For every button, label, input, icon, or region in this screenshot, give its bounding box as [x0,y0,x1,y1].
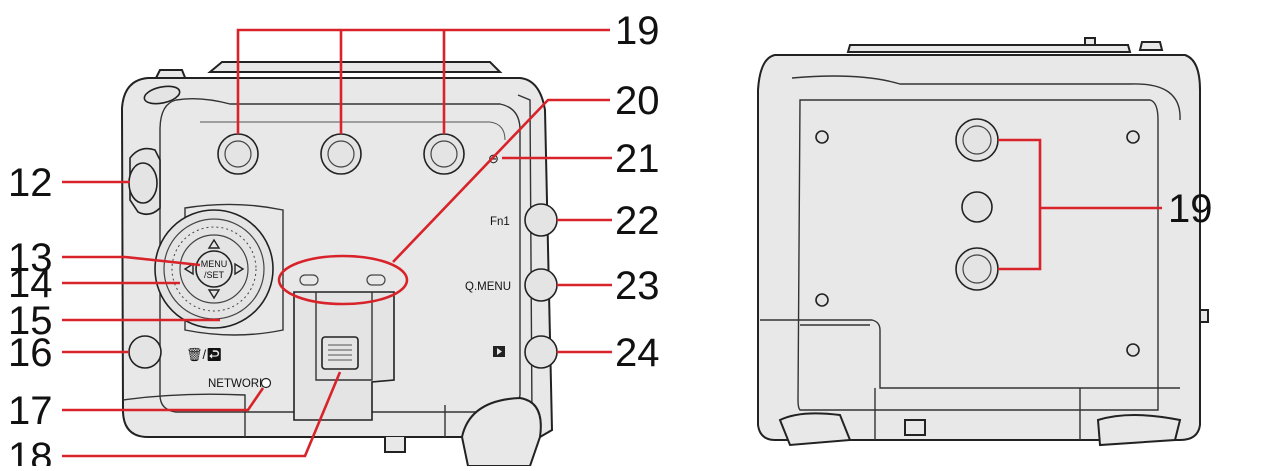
bottom-socket-bottom [955,247,999,291]
callout-12: 12 [8,161,53,205]
delete-cancel-button: 🗑/↩ [128,335,223,369]
callout-15: 15 [8,299,53,343]
callout-20: 20 [615,79,660,123]
callout-numbers: 19 20 21 22 23 24 12 13 14 15 16 17 18 1… [8,9,1213,471]
network-lamp: NETWORK [208,377,272,390]
top-plate [207,61,503,73]
screw-hole [815,293,829,307]
arrow-down-icon [207,289,221,300]
callout-13: 13 [8,236,53,280]
playback-icon [493,346,505,357]
network-label: NETWORK [208,378,267,390]
playback-button [524,335,558,369]
trash-return-icon: 🗑/↩ [186,347,223,362]
dial-ridges [171,226,257,312]
fn1-label: Fn1 [490,216,510,228]
bottom-tab [384,437,406,453]
set-label: /SET [204,270,225,280]
mic-highlight [277,254,409,306]
menu-set-button [195,250,233,288]
socket-3 [423,133,465,175]
arrow-up-icon [207,238,221,249]
grip-extension [460,396,542,467]
socket-2 [320,133,362,175]
callout-19-right: 19 [1168,187,1213,231]
callout-17: 17 [8,389,53,433]
camera-bottom-view [757,37,1209,447]
screw-hole [815,130,829,144]
arrow-right-icon [234,262,245,276]
socket-1 [217,133,259,175]
mic-hole-right [366,274,386,286]
callout-23: 23 [615,264,660,308]
top-rail [846,44,1132,53]
callout-19-left: 19 [615,9,660,53]
callout-14: 14 [8,262,53,306]
bottom-socket-top [955,118,999,162]
panel-line [200,121,506,141]
leader-lines [62,28,1162,458]
menu-label: MENU [201,259,228,269]
camera-front-view: MENU /SET 🗑/↩ NETWORK ⊖ [120,61,558,467]
mic-hole-left [299,274,319,286]
callout-22: 22 [615,199,660,243]
joystick [128,147,161,216]
bottom-foot-right [1096,414,1182,447]
callout-18: 18 [8,435,53,466]
network-indicator-icon [260,377,272,389]
strap-lug [143,85,181,105]
callout-21: 21 [615,137,660,181]
cable-holder [293,291,395,421]
callout-16: 16 [8,331,53,375]
screw-hole [1126,130,1140,144]
bottom-pin-hole [961,191,993,223]
mounting-sockets [217,133,465,175]
qmenu-label: Q.MENU [465,281,511,293]
fn1-button [524,203,558,237]
side-edge [517,94,533,421]
bottom-foot-left [778,412,852,447]
lock-lever [321,336,359,370]
bottom-plate [797,99,1159,411]
arrow-left-icon [183,262,194,276]
qmenu-button [524,268,558,302]
callout-24: 24 [615,331,660,375]
screw-hole [1126,343,1140,357]
